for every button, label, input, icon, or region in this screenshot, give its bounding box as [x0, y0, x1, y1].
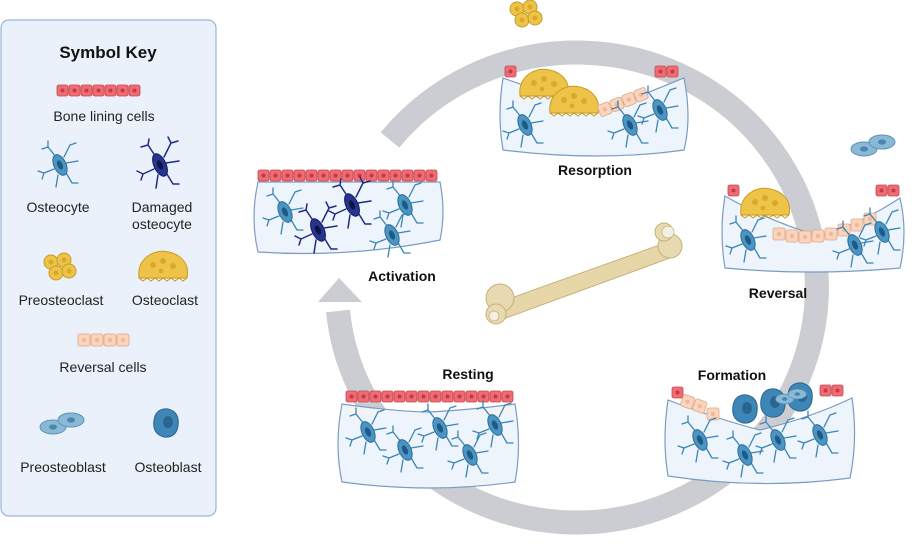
reversal-cells-label: Reversal cells	[59, 359, 146, 375]
osteoclast-label: Osteoclast	[132, 292, 198, 308]
symbol-key-title: Symbol Key	[59, 43, 157, 62]
activation-lining-cells	[257, 169, 438, 182]
damaged-osteocyte-label-line1: Damaged	[132, 199, 193, 215]
resting-lining-cells	[345, 390, 514, 403]
osteoblast-label: Osteoblast	[135, 459, 202, 475]
reversal-stage: Reversal	[721, 184, 905, 301]
osteoblast-icon	[153, 408, 179, 438]
preosteoclast-label: Preosteoclast	[19, 292, 104, 308]
osteocyte-label: Osteocyte	[26, 199, 89, 215]
preosteoblast-label: Preosteoblast	[20, 459, 106, 475]
formation-stage: Formation	[664, 367, 856, 485]
activation-stage: Activation	[253, 169, 444, 284]
resting-label: Resting	[442, 366, 493, 382]
symbol-key-panel: Symbol Key Bone lining cells Osteocyte D…	[0, 19, 217, 517]
resorption-label: Resorption	[558, 162, 632, 178]
damaged-osteocyte-label-line2: osteocyte	[132, 216, 192, 232]
bone-lining-cells-icon	[56, 84, 141, 97]
resorption-stage: Resorption	[499, 0, 689, 178]
bone-lining-cells-label: Bone lining cells	[53, 108, 154, 124]
cycle-arrowhead	[318, 278, 362, 302]
floating-preosteoblast	[850, 134, 896, 157]
reversal-label: Reversal	[749, 285, 807, 301]
activation-label: Activation	[368, 268, 436, 284]
formation-label: Formation	[698, 367, 766, 383]
resting-stage: Resting	[337, 366, 520, 489]
resorption-preosteoclast	[509, 0, 543, 28]
femur-bone-illustration	[485, 222, 683, 325]
